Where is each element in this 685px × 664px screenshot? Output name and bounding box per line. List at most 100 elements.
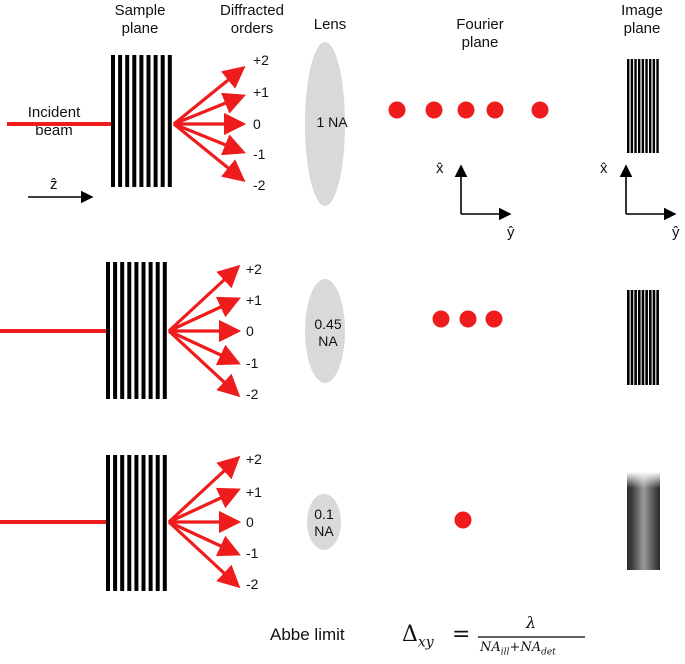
diffracted-arrow-3-1 (167, 455, 241, 524)
order-label-2-2: +1 (246, 292, 262, 308)
fourier-x-label: x̂ (436, 160, 444, 177)
fourier-spot-1-5 (531, 101, 549, 119)
diffracted-arrow-2-2 (168, 296, 241, 333)
lens-label-1: 1 NA (302, 114, 362, 131)
order-label-2-1: +2 (246, 261, 262, 277)
incident-beam-line2: beam (35, 122, 73, 139)
lens-label-2-line2: NA (318, 333, 338, 349)
grating-line-2-2 (113, 262, 118, 399)
abbe-na-det: NA (520, 640, 542, 655)
fourier-spot-2-3 (485, 310, 503, 328)
abbe-delta-sub: xy (417, 634, 434, 651)
diffracted-arrow-3-2 (168, 487, 241, 524)
grating-line-1-4 (132, 55, 137, 187)
fourier-axes (454, 164, 512, 221)
fourier-spot-2-2 (459, 310, 477, 328)
order-label-2-4: -1 (246, 355, 259, 371)
image-plane-pattern-2 (627, 290, 659, 385)
fourier-spot-1-2 (425, 101, 443, 119)
diffracted-arrow-3-4 (168, 520, 241, 557)
abbe-lhs: Δxy (402, 622, 434, 650)
grating-line-3-8 (155, 455, 160, 591)
img1-stripe-2 (630, 59, 634, 153)
grating-line-2-3 (120, 262, 125, 399)
order-label-3-2: +1 (246, 484, 262, 500)
grating-line-3-6 (141, 455, 146, 591)
grating-line-2-9 (162, 262, 167, 399)
fourier-spot-1-1 (388, 101, 406, 119)
order-label-1-2: +1 (253, 84, 269, 100)
grating-line-2-8 (155, 262, 160, 399)
lens-label-1-line1: 1 NA (316, 114, 348, 130)
lens-label-3: 0.1 NA (294, 506, 354, 540)
fourier-y-label: ŷ (507, 224, 515, 241)
img2-stripe-5 (641, 290, 645, 385)
sample-plane-header: Sample plane (100, 2, 180, 38)
image-plane-header: Image plane (612, 2, 672, 38)
grating-line-1-3 (125, 55, 130, 187)
image-plane-pattern-3 (627, 472, 660, 570)
abbe-limit-label: Abbe limit (270, 625, 345, 644)
fourier-plane-header-line1: Fourier (456, 16, 504, 33)
img1-stripe-8 (652, 59, 656, 153)
grating-line-1-2 (118, 55, 123, 187)
grating-line-1-7 (153, 55, 158, 187)
order-label-1-3: 0 (253, 116, 261, 132)
diffracted-arrow-2-1 (167, 264, 241, 333)
grating-line-1-6 (146, 55, 151, 187)
grating-line-3-9 (162, 455, 167, 591)
abbe-numerator: λ (526, 613, 537, 632)
grating-line-1-5 (139, 55, 144, 187)
grating-line-1-8 (160, 55, 165, 187)
grating-line-2-4 (127, 262, 132, 399)
sample-plane-header-line1: Sample (114, 2, 166, 19)
diffracted-arrow-2-4 (168, 329, 241, 366)
img2-stripe-7 (649, 290, 652, 385)
fourier-spot-2-1 (432, 310, 450, 328)
img2-stripe-6 (645, 290, 648, 385)
diffracted-arrow-1-4 (173, 122, 246, 156)
grating-line-2-6 (141, 262, 146, 399)
img2-stripe-3 (634, 290, 637, 385)
abbe-delta: Δ (402, 622, 418, 647)
img2-stripe-1 (627, 290, 630, 385)
order-label-1-4: -1 (253, 146, 266, 162)
fourier-plane-header-line2: plane (461, 34, 499, 51)
grating-line-1-9 (167, 55, 172, 187)
abbe-na-det-sub: det (541, 647, 556, 658)
order-label-3-5: -2 (246, 576, 259, 592)
order-label-3-1: +2 (246, 451, 262, 467)
image-x-label: x̂ (600, 160, 608, 177)
diffracted-orders-header-line1: Diffracted (220, 2, 284, 19)
image-plane-header-line1: Image (621, 2, 663, 19)
diffracted-arrow-1-2 (173, 92, 246, 126)
grating-line-2-1 (106, 262, 110, 399)
lens-3 (307, 494, 341, 550)
img1-stripe-5 (641, 59, 645, 153)
img2-stripe-8 (652, 290, 656, 385)
grating-line-1-1 (111, 55, 115, 187)
incident-beam-label: Incident beam (14, 104, 94, 140)
abbe-na-ill: NA (480, 640, 501, 655)
grating-line-2-5 (134, 262, 139, 399)
lens-header: Lens (313, 16, 347, 33)
order-label-3-3: 0 (246, 514, 254, 530)
fourier-plane-header: Fourier plane (440, 16, 520, 52)
grating-line-3-1 (106, 455, 110, 591)
grating-line-2-7 (148, 262, 153, 399)
order-label-1-5: -2 (253, 177, 266, 193)
lens-1 (305, 42, 345, 206)
img1-stripe-4 (638, 59, 641, 153)
fourier-spot-1-4 (486, 101, 504, 119)
img1-stripe-9 (656, 59, 659, 153)
img1-stripe-7 (649, 59, 652, 153)
image-y-label: ŷ (672, 224, 680, 241)
lens-2 (305, 279, 345, 383)
img2-stripe-9 (656, 290, 659, 385)
sample-plane-header-line2: plane (121, 20, 159, 37)
order-label-3-4: -1 (246, 545, 259, 561)
lens-label-3-line2: NA (314, 523, 334, 539)
img1-stripe-1 (627, 59, 630, 153)
diffracted-orders-header: Diffracted orders (204, 2, 300, 38)
order-label-2-5: -2 (246, 386, 259, 402)
